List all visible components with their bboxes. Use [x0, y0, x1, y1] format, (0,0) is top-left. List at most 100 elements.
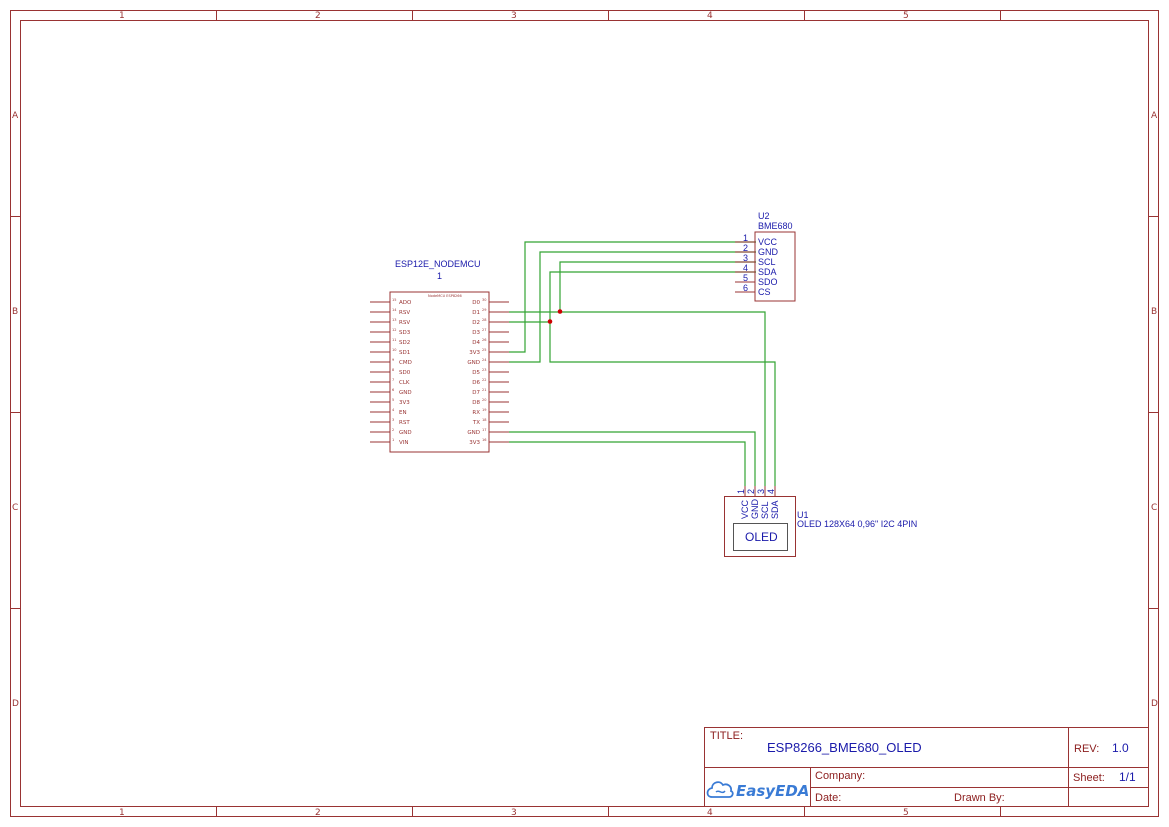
mcu-right-pin-number: 20	[482, 398, 486, 402]
wire-gnd-to-oled-gnd	[509, 431, 756, 486]
oled-pin-name: VCC	[740, 499, 750, 519]
mcu-left-pin-number: 2	[392, 428, 394, 432]
drawn-by-label: Drawn By:	[954, 792, 1005, 804]
mcu-left-pin-name: RST	[399, 420, 410, 426]
bme680-pin-name: GND	[758, 247, 779, 257]
bme680-pin-number: 4	[743, 263, 748, 273]
mcu-left-pin-number: 4	[392, 408, 395, 412]
mcu-right-pin-number: 18	[482, 418, 486, 422]
mcu-left-pin-name: ADO	[399, 300, 412, 306]
mcu-left-pin-number: 6	[392, 388, 394, 392]
mcu-right-pin-name: GND	[467, 430, 480, 436]
mcu-left-pin-name: SD0	[399, 370, 411, 376]
wire-d1-to-oled-scl	[509, 311, 766, 486]
oled-screen	[733, 523, 788, 551]
row-label-b-right: B	[1151, 307, 1157, 317]
mcu-left-pin-number: 8	[392, 368, 394, 372]
mcu-left-pin-name: SD3	[399, 330, 411, 336]
rev-label: REV:	[1074, 743, 1099, 755]
wire-3v3-to-bme-vcc	[509, 241, 756, 353]
date-label: Date:	[815, 792, 841, 804]
outer-frame	[10, 10, 1159, 817]
title-value: ESP8266_BME680_OLED	[767, 740, 922, 755]
oled-pin-name: SCL	[760, 501, 770, 519]
oled-pin-name: GND	[750, 499, 760, 520]
mcu-right-pin-number: 16	[482, 438, 486, 442]
wire-bme-sda	[549, 271, 756, 321]
column-label-4-bottom: 4	[707, 808, 713, 818]
junction-sda	[547, 319, 553, 324]
mcu-left-pin-name: SD2	[399, 340, 410, 346]
row-label-a-left: A	[12, 111, 19, 121]
title-label: TITLE:	[710, 730, 743, 742]
mcu-right-pin-number: 30	[482, 298, 486, 302]
bme680-pin-number: 1	[743, 233, 748, 243]
mcu-left-pin-number: 10	[392, 348, 396, 352]
mcu-right-pin-name: TX	[472, 420, 480, 426]
mcu-right-pin-name: RX	[472, 410, 480, 416]
mcu-name: ESP12E_NODEMCU	[395, 259, 481, 269]
bme680-pin-name: CS	[758, 287, 771, 297]
oled-designator: U1	[797, 510, 809, 520]
cloud-icon	[706, 781, 734, 798]
oled-pin-number: 3	[756, 489, 766, 494]
mcu-designator: 1	[437, 271, 442, 281]
mcu-right-pin-name: D3	[472, 330, 480, 336]
mcu-left-pin-number: 12	[392, 328, 396, 332]
bme680-pin-name: SCL	[758, 257, 776, 267]
mcu-right-pin-number: 25	[482, 348, 486, 352]
mcu-left-pin-number: 7	[392, 378, 394, 382]
mcu-left-pin-number: 13	[392, 318, 396, 322]
mcu-right-pin-number: 19	[482, 408, 486, 412]
mcu-right-pin-name: 3V3	[469, 440, 480, 446]
title-block: TITLE: ESP8266_BME680_OLED REV: 1.0 Comp…	[704, 727, 1149, 807]
sheet-label: Sheet:	[1073, 772, 1105, 784]
mcu-left-pin-name: EN	[399, 410, 407, 416]
mcu-body-text: NodeMCU ESP8266	[428, 294, 462, 298]
column-label-1-top: 1	[119, 11, 125, 21]
mcu-right-pin-name: D5	[472, 370, 480, 376]
column-label-3-bottom: 3	[511, 808, 517, 818]
mcu-left-pin-name: 3V3	[399, 400, 410, 406]
mcu-left-pin-number: 9	[392, 358, 394, 362]
column-label-2-top: 2	[315, 11, 321, 21]
mcu-left-pin-number: 15	[392, 298, 396, 302]
wire-bme-scl	[559, 261, 756, 311]
rev-value: 1.0	[1112, 741, 1129, 755]
mcu-left-pin-name: CLK	[399, 380, 410, 386]
mcu-right-pin-name: D1	[472, 310, 480, 316]
mcu-left-pin-number: 5	[392, 398, 394, 402]
company-label: Company:	[815, 770, 865, 782]
mcu-right-pin-number: 29	[482, 308, 486, 312]
mcu-left-pin-number: 3	[392, 418, 394, 422]
column-label-5-top: 5	[903, 11, 909, 21]
bme680-pin-number: 3	[743, 253, 748, 263]
oled-pin-name: SDA	[770, 500, 780, 519]
oled-name: OLED 128X64 0,96" I2C 4PIN	[797, 519, 917, 529]
mcu-right-pin-number: 22	[482, 378, 486, 382]
row-label-c-left: C	[12, 503, 18, 513]
row-label-c-right: C	[1151, 503, 1157, 513]
mcu-right-pin-number: 27	[482, 328, 486, 332]
column-label-1-bottom: 1	[119, 808, 125, 818]
column-label-4-top: 4	[707, 11, 713, 21]
oled-component[interactable]: U1 OLED 128X64 0,96" I2C 4PIN OLED 1VCC2…	[724, 486, 918, 557]
mcu-right-pin-number: 21	[482, 388, 486, 392]
wire-d2-net	[509, 321, 776, 486]
oled-pin-number: 4	[766, 489, 776, 494]
bme680-pin-number: 5	[743, 273, 748, 283]
mcu-right-pin-number: 28	[482, 318, 486, 322]
frame-dividers	[10, 10, 1159, 817]
bme680-name: BME680	[758, 221, 793, 231]
bme680-designator: U2	[758, 211, 770, 221]
bme680-pin-name: SDO	[758, 277, 778, 287]
wire-3v3-to-oled-vcc	[509, 441, 746, 486]
mcu-left-pin-name: CMD	[399, 360, 412, 366]
row-label-d-left: D	[12, 699, 19, 709]
oled-body	[724, 496, 796, 557]
mcu-right-pin-name: 3V3	[469, 350, 480, 356]
